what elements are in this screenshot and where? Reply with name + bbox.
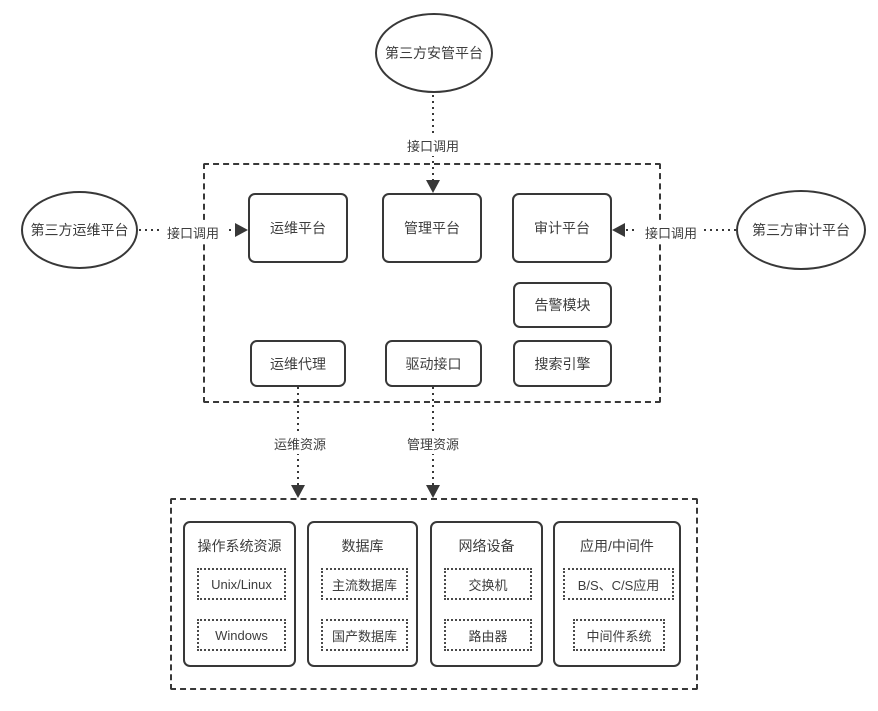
sub-item-bs-cs-apps: B/S、C/S应用 <box>563 568 674 600</box>
edge-label-interface-call-left: 接口调用 <box>160 222 226 243</box>
group-app-middleware: 应用/中间件 B/S、C/S应用 中间件系统 <box>553 521 681 667</box>
sub-item-router: 路由器 <box>444 619 532 651</box>
resources-container <box>170 498 698 690</box>
node-label: 审计平台 <box>534 220 590 236</box>
node-label: 运维平台 <box>270 220 326 236</box>
group-title: 操作系统资源 <box>197 538 282 554</box>
node-alert-module: 告警模块 <box>513 282 612 328</box>
node-label: 驱动接口 <box>405 355 462 372</box>
node-label: 第三方运维平台 <box>30 222 129 238</box>
node-label: 第三方安管平台 <box>385 45 483 61</box>
sub-item-unix-linux: Unix/Linux <box>197 568 286 600</box>
node-label: 第三方审计平台 <box>752 222 850 238</box>
arrowhead-down-mgmt-resource <box>426 485 440 498</box>
sub-item-mainstream-db: 主流数据库 <box>321 568 408 600</box>
node-ops-platform: 运维平台 <box>248 193 348 263</box>
edge-label-ops-resource: 运维资源 <box>267 433 333 454</box>
node-ops-agent: 运维代理 <box>250 340 346 387</box>
group-title: 网络设备 <box>458 538 515 554</box>
node-mgmt-platform: 管理平台 <box>382 193 482 263</box>
group-title: 应用/中间件 <box>580 538 654 554</box>
sub-item-switch: 交换机 <box>444 568 532 600</box>
group-network-devices: 网络设备 交换机 路由器 <box>430 521 543 667</box>
group-os-resources: 操作系统资源 Unix/Linux Windows <box>183 521 296 667</box>
arrowhead-down-ops-resource <box>291 485 305 498</box>
node-label: 告警模块 <box>534 297 591 313</box>
group-database: 数据库 主流数据库 国产数据库 <box>307 521 418 667</box>
node-third-party-ops-platform: 第三方运维平台 <box>21 191 138 269</box>
edge-label-interface-call-right: 接口调用 <box>638 222 704 243</box>
edge-label-interface-call-top: 接口调用 <box>399 135 467 156</box>
node-search-engine: 搜索引擎 <box>513 340 612 387</box>
node-label: 运维代理 <box>270 355 326 372</box>
node-third-party-audit-platform: 第三方审计平台 <box>736 190 866 270</box>
sub-item-middleware-system: 中间件系统 <box>573 619 665 651</box>
node-label: 管理平台 <box>404 220 460 236</box>
node-driver-interface: 驱动接口 <box>385 340 482 387</box>
sub-item-domestic-db: 国产数据库 <box>321 619 408 651</box>
edge-label-mgmt-resource: 管理资源 <box>400 433 466 454</box>
group-title: 数据库 <box>341 538 384 554</box>
sub-item-windows: Windows <box>197 619 286 651</box>
node-label: 搜索引擎 <box>534 355 591 372</box>
node-audit-platform: 审计平台 <box>512 193 612 263</box>
node-third-party-security-platform: 第三方安管平台 <box>375 13 493 93</box>
